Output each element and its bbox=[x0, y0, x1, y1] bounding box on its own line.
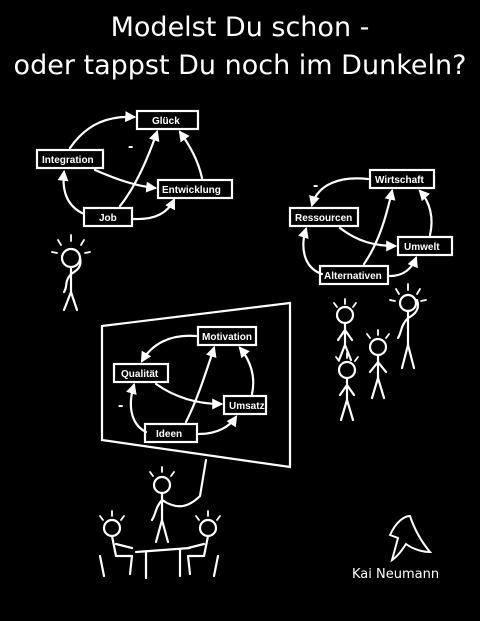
label-umsatz: Umsatz bbox=[229, 401, 265, 412]
label-wirtschaft: Wirtschaft bbox=[375, 175, 424, 186]
arrow-ideen-umsatz bbox=[197, 415, 238, 436]
sign-diagram-2: - bbox=[313, 177, 318, 194]
diagram-2 bbox=[288, 168, 454, 286]
title-line-2: oder tappst Du noch im Dunkeln? bbox=[13, 50, 467, 81]
arrow-umsatz-motivation bbox=[238, 346, 255, 396]
node-job-box bbox=[82, 206, 134, 228]
arrow-entwicklung-glueck bbox=[178, 130, 204, 180]
stick-figure-group-right bbox=[333, 283, 427, 422]
sign-diagram-1: - bbox=[128, 138, 133, 155]
arrow-alternativen-umwelt bbox=[388, 255, 418, 278]
arrow-integration-glueck bbox=[68, 111, 137, 150]
label-umwelt: Umwelt bbox=[404, 242, 440, 253]
diagram-3 bbox=[112, 325, 268, 444]
node-qualitaet-box bbox=[112, 362, 170, 384]
node-alternativen-box bbox=[318, 264, 390, 286]
author-name: Kai Neumann bbox=[352, 567, 440, 582]
arrow-qualitaet-umsatz bbox=[154, 382, 224, 410]
title-line-1: Modelst Du schon - bbox=[110, 12, 370, 43]
arrow-ressourcen-umwelt bbox=[338, 226, 398, 252]
arrow-ideen-qualitaet bbox=[126, 382, 148, 434]
label-motivation: Motivation bbox=[202, 332, 252, 343]
table bbox=[134, 546, 192, 580]
diagram-1 bbox=[35, 109, 234, 228]
label-qualitaet: Qualität bbox=[121, 369, 159, 380]
node-integration-box bbox=[35, 148, 105, 170]
arrow-umwelt-wirtschaft bbox=[418, 189, 433, 237]
meeting-scene bbox=[98, 458, 221, 580]
sign-diagram-3: - bbox=[118, 397, 123, 414]
node-entwicklung-box bbox=[156, 178, 234, 200]
label-entwicklung: Entwicklung bbox=[162, 185, 221, 196]
node-ressourcen-box bbox=[288, 206, 360, 228]
arrow-job-glueck bbox=[118, 129, 160, 208]
arrow-motivation-qualitaet bbox=[140, 334, 198, 363]
label-integration: Integration bbox=[42, 155, 94, 166]
label-ressourcen: Ressourcen bbox=[295, 213, 352, 224]
arrow-job-integration bbox=[57, 169, 86, 216]
label-glueck: Glück bbox=[152, 116, 180, 127]
arrow-alternativen-ressourcen bbox=[298, 226, 324, 276]
arrow-alternativen-wirtschaft bbox=[362, 188, 396, 266]
label-alternativen: Alternativen bbox=[324, 271, 382, 282]
node-motivation-box bbox=[196, 325, 258, 347]
node-umwelt-box bbox=[396, 235, 454, 257]
whiteboard-frame bbox=[100, 301, 292, 469]
arrow-wirtschaft-ressourcen bbox=[309, 177, 370, 208]
stick-figure-thinker bbox=[51, 234, 91, 312]
label-ideen: Ideen bbox=[156, 429, 182, 440]
node-glueck-box bbox=[135, 109, 200, 131]
arrow-job-entwicklung bbox=[132, 198, 176, 221]
label-job: Job bbox=[99, 213, 117, 224]
author-logo-icon bbox=[388, 514, 433, 563]
arrow-ideen-motivation bbox=[184, 345, 217, 424]
node-umsatz-box bbox=[222, 394, 268, 416]
whiteboard bbox=[100, 301, 292, 469]
node-wirtschaft-box bbox=[368, 168, 436, 190]
node-ideen-box bbox=[143, 422, 199, 444]
arrow-integration-entwicklung bbox=[93, 168, 158, 193]
